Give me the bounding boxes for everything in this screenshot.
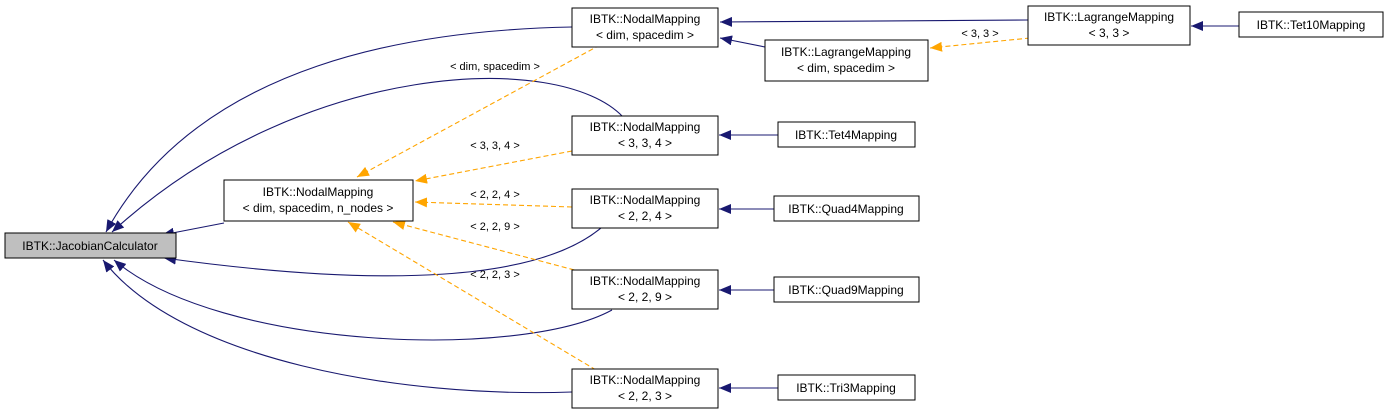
node-label: IBTK::NodalMapping: [590, 12, 701, 26]
node-label: IBTK::Tet4Mapping: [795, 128, 897, 142]
node-nodal-mapping-dim-spacedim[interactable]: IBTK::NodalMapping < dim, spacedim >: [571, 7, 719, 48]
edge-template-33: [929, 37, 1031, 52]
edge-label-229: < 2, 2, 9 >: [470, 221, 520, 233]
node-label: IBTK::NodalMapping: [263, 185, 374, 199]
node-tri3-mapping[interactable]: IBTK::Tri3Mapping: [777, 374, 916, 401]
edge-label-33: < 3, 3 >: [961, 28, 998, 40]
edge-label-dim-spacedim: < dim, spacedim >: [450, 61, 540, 73]
node-nodal-mapping-2-2-3[interactable]: IBTK::NodalMapping < 2, 2, 3 >: [571, 368, 719, 409]
node-label: IBTK::NodalMapping: [590, 274, 701, 288]
node-template-args: < 2, 2, 9 >: [618, 290, 672, 304]
node-jacobian-calculator[interactable]: IBTK::JacobianCalculator: [4, 232, 177, 259]
edge-template-dim-spacedim: [356, 44, 601, 178]
node-template-args: < 2, 2, 4 >: [618, 209, 672, 223]
node-tet10-mapping[interactable]: IBTK::Tet10Mapping: [1238, 11, 1384, 38]
node-nodal-mapping-2-2-9[interactable]: IBTK::NodalMapping < 2, 2, 9 >: [571, 269, 719, 310]
node-template-args: < 3, 3, 4 >: [618, 136, 672, 150]
node-template-args: < 2, 2, 3 >: [618, 389, 672, 403]
node-label: IBTK::Tri3Mapping: [796, 381, 896, 395]
node-template-args: < dim, spacedim >: [596, 28, 694, 42]
node-label: IBTK::Quad4Mapping: [788, 202, 903, 216]
node-quad9-mapping[interactable]: IBTK::Quad9Mapping: [773, 276, 920, 303]
node-quad4-mapping[interactable]: IBTK::Quad4Mapping: [773, 195, 920, 222]
edge-nodal-334-to-jacobian: [111, 77, 624, 233]
node-template-args: < dim, spacedim >: [797, 61, 895, 75]
node-label: IBTK::Tet10Mapping: [1257, 18, 1366, 32]
edge-label-223: < 2, 2, 3 >: [470, 269, 520, 281]
edge-nodal-224-to-jacobian: [163, 209, 619, 277]
node-nodal-mapping-generic[interactable]: IBTK::NodalMapping < dim, spacedim, n_no…: [223, 179, 414, 222]
node-label: IBTK::LagrangeMapping: [1044, 10, 1174, 24]
edge-nodal-dim-spacedim-to-jacobian: [105, 26, 573, 233]
edge-template-223: [347, 221, 597, 371]
edge-lagrange-33-to-nodal: [719, 16, 1029, 27]
node-nodal-mapping-3-3-4[interactable]: IBTK::NodalMapping < 3, 3, 4 >: [571, 115, 719, 156]
node-template-args: < 3, 3 >: [1089, 26, 1130, 40]
edge-template-229: [392, 220, 583, 273]
node-tet4-mapping[interactable]: IBTK::Tet4Mapping: [777, 121, 916, 148]
edge-lagrange-dim-spacedim-to-nodal: [719, 35, 766, 48]
edge-label-334: < 3, 3, 4 >: [470, 140, 520, 152]
node-label: IBTK::NodalMapping: [590, 120, 701, 134]
edge-template-224: [414, 197, 573, 208]
node-label: IBTK::JacobianCalculator: [22, 239, 157, 253]
node-lagrange-mapping-3-3[interactable]: IBTK::LagrangeMapping < 3, 3 >: [1027, 5, 1191, 46]
edge-nodal-229-to-jacobian: [113, 259, 613, 341]
node-label: IBTK::NodalMapping: [590, 193, 701, 207]
node-template-args: < dim, spacedim, n_nodes >: [243, 201, 394, 215]
edge-nodal-223-to-jacobian: [102, 259, 573, 394]
node-label: IBTK::LagrangeMapping: [781, 45, 911, 59]
node-label: IBTK::Quad9Mapping: [788, 283, 903, 297]
edge-template-334: [414, 150, 573, 184]
edge-label-224: < 2, 2, 4 >: [470, 189, 520, 201]
node-lagrange-mapping-dim-spacedim[interactable]: IBTK::LagrangeMapping < dim, spacedim >: [764, 39, 929, 82]
node-label: IBTK::NodalMapping: [590, 373, 701, 387]
node-nodal-mapping-2-2-4[interactable]: IBTK::NodalMapping < 2, 2, 4 >: [571, 188, 719, 229]
